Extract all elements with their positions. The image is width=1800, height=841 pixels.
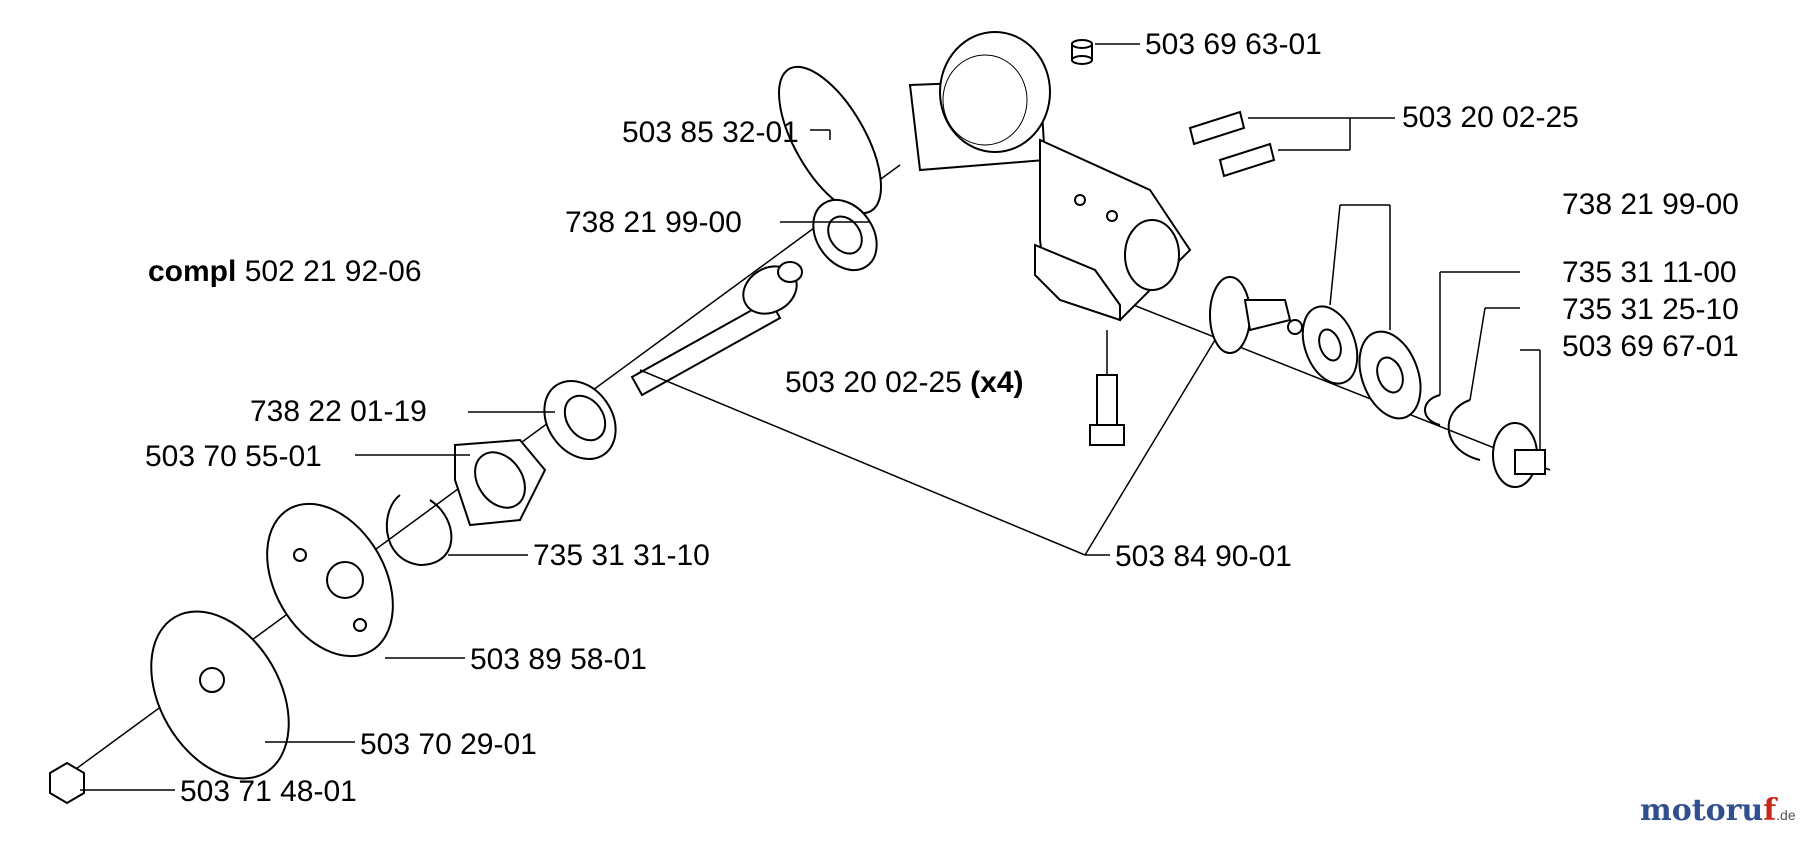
circlip-left <box>386 494 453 567</box>
brand-part-a: motoru <box>1640 793 1764 828</box>
part-label-503-69-67-01: 503 69 67-01 <box>1562 330 1739 363</box>
brand-part-b: f <box>1763 793 1777 828</box>
part-label-503-89-58-01: 503 89 58-01 <box>470 643 647 676</box>
part-label-503-84-90-01: 503 84 90-01 <box>1115 540 1292 573</box>
nipple-screw <box>1071 39 1093 65</box>
nut <box>49 761 85 805</box>
support-cup <box>150 610 290 780</box>
gear-housing <box>778 31 1192 322</box>
part-number: 503 20 02-25 <box>785 366 962 399</box>
part-label-503-20-02-25: 503 20 02-25 <box>1402 101 1579 134</box>
part-label-503-69-63-01: 503 69 63-01 <box>1145 28 1322 61</box>
part-label-738-21-99-00-left: 738 21 99-00 <box>565 206 742 239</box>
part-label-735-31-25-10: 735 31 25-10 <box>1562 293 1739 326</box>
assembly-label: compl 502 21 92-06 <box>148 257 422 287</box>
part-label-738-21-99-00-right: 738 21 99-00 <box>1562 188 1739 221</box>
bottom-screw <box>1089 374 1125 446</box>
bearings-right <box>1301 305 1422 420</box>
part-label-503-85-32-01: 503 85 32-01 <box>622 116 799 149</box>
circlip-right <box>1447 399 1481 461</box>
part-label-735-31-11-00: 735 31 11-00 <box>1562 256 1737 289</box>
bearing-upper <box>812 198 878 272</box>
part-label-503-70-29-01: 503 70 29-01 <box>360 728 537 761</box>
part-label-738-22-01-19: 738 22 01-19 <box>250 395 427 428</box>
input-shaft <box>630 261 803 397</box>
circlip-small <box>1424 394 1441 426</box>
assembly-prefix: compl <box>148 255 237 288</box>
part-label-503-71-48-01: 503 71 48-01 <box>180 775 357 808</box>
assembly-number: 502 21 92-06 <box>244 255 422 288</box>
part-label-735-31-31-10: 735 31 31-10 <box>533 539 710 572</box>
watermark-logo: motoruf.de <box>1640 796 1796 826</box>
part-label-503-70-55-01: 503 70 55-01 <box>145 440 322 473</box>
quantity-note: (x4) <box>970 366 1024 399</box>
drive-disc <box>266 502 394 658</box>
part-label-503-20-02-25-x4: 503 20 02-25 (x4) <box>785 368 1024 398</box>
seal-ring <box>543 380 617 460</box>
leader-lines <box>80 43 1541 791</box>
output-gear <box>1209 276 1303 354</box>
clamp-screws <box>1188 110 1351 178</box>
end-cap <box>1492 422 1546 488</box>
brand-domain: .de <box>1776 807 1796 823</box>
